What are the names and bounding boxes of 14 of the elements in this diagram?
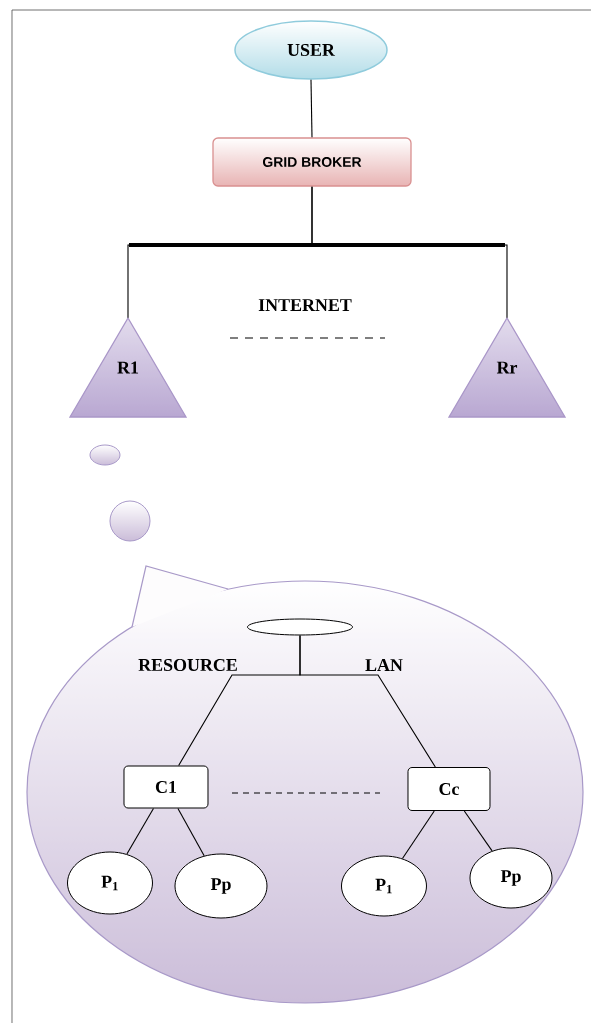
lan-ellipse (247, 618, 353, 636)
network-label: LAN (365, 659, 403, 671)
connector-line (401, 810, 435, 859)
network-label: INTERNET (258, 299, 352, 311)
connector-line (299, 634, 436, 768)
network-label: RESOURCE (138, 659, 237, 672)
cluster-box: Cc (407, 767, 491, 811)
connector-line (126, 807, 154, 855)
connector-line (463, 810, 493, 852)
connector-line (310, 79, 313, 138)
broker-box: GRID BROKER (212, 137, 412, 187)
cluster-box: C1 (123, 765, 209, 809)
connector-line (177, 807, 205, 857)
connector-line (311, 186, 508, 319)
